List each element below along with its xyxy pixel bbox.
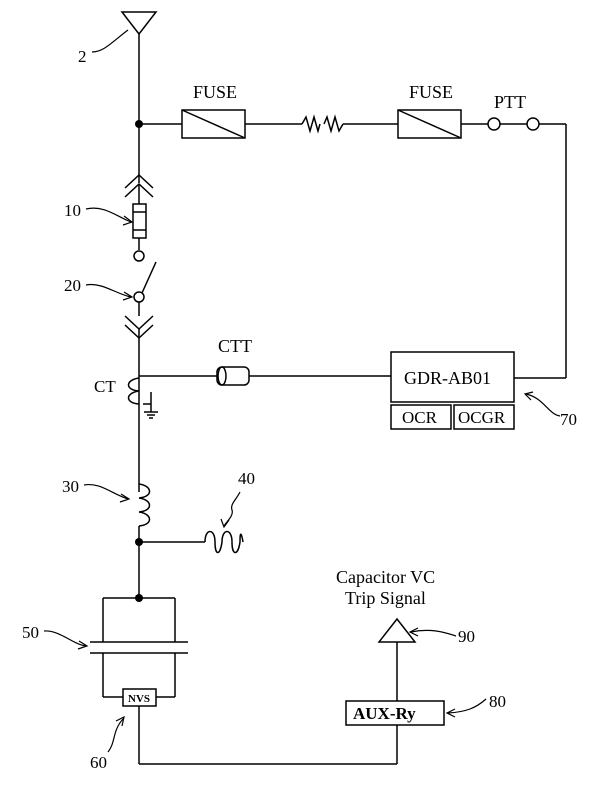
aux-label: AUX-Ry: [353, 704, 416, 723]
ref-60: 60: [90, 753, 107, 772]
ocr-label: OCR: [402, 408, 438, 427]
ptt-terminal-1: [488, 118, 500, 130]
transformer-coil-left: [302, 117, 320, 131]
ct-label: CT: [94, 377, 116, 396]
ref-10: 10: [64, 201, 81, 220]
leader-10: [86, 208, 131, 222]
reactor-30-coil: [139, 484, 150, 526]
ref-40: 40: [238, 469, 255, 488]
ref-20: 20: [64, 276, 81, 295]
leader-2: [92, 30, 128, 52]
ptt-label: PTT: [494, 92, 526, 112]
ref-80: 80: [489, 692, 506, 711]
gdr-label: GDR-AB01: [404, 368, 491, 388]
fuse-2-label: FUSE: [409, 82, 453, 102]
coil-40: [205, 532, 243, 553]
leader-20: [86, 285, 131, 297]
leader-30: [84, 485, 128, 499]
ct-coil: [129, 378, 140, 404]
nvs-label: NVS: [128, 693, 150, 705]
ctt-label: CTT: [218, 336, 252, 356]
leader-50: [44, 631, 86, 646]
leader-40: [224, 492, 240, 526]
switch-terminal-bottom: [134, 292, 144, 302]
fuse-1-label: FUSE: [193, 82, 237, 102]
transformer-coil-right: [324, 117, 343, 131]
ocgr-label: OCGR: [458, 408, 506, 427]
ref-70: 70: [560, 410, 577, 429]
ref-30: 30: [62, 477, 79, 496]
ref-2: 2: [78, 47, 87, 66]
ref-50: 50: [22, 623, 39, 642]
component-10: [133, 204, 146, 238]
ptt-terminal-2: [527, 118, 539, 130]
trip-signal-line-2: Trip Signal: [345, 588, 426, 608]
trip-signal-terminal: [379, 619, 415, 642]
ref-90: 90: [458, 627, 475, 646]
leader-90: [411, 630, 456, 636]
leader-70: [526, 394, 560, 416]
trip-signal-line-1: Capacitor VC: [336, 567, 435, 587]
switch-terminal-top: [134, 251, 144, 261]
leader-60-arrow: [116, 717, 124, 726]
ctt-cylinder: [217, 367, 249, 385]
connector-chevron-bottom-1: [125, 316, 153, 329]
leader-60: [108, 718, 124, 752]
leader-80: [448, 699, 486, 713]
switch-blade: [142, 262, 156, 293]
